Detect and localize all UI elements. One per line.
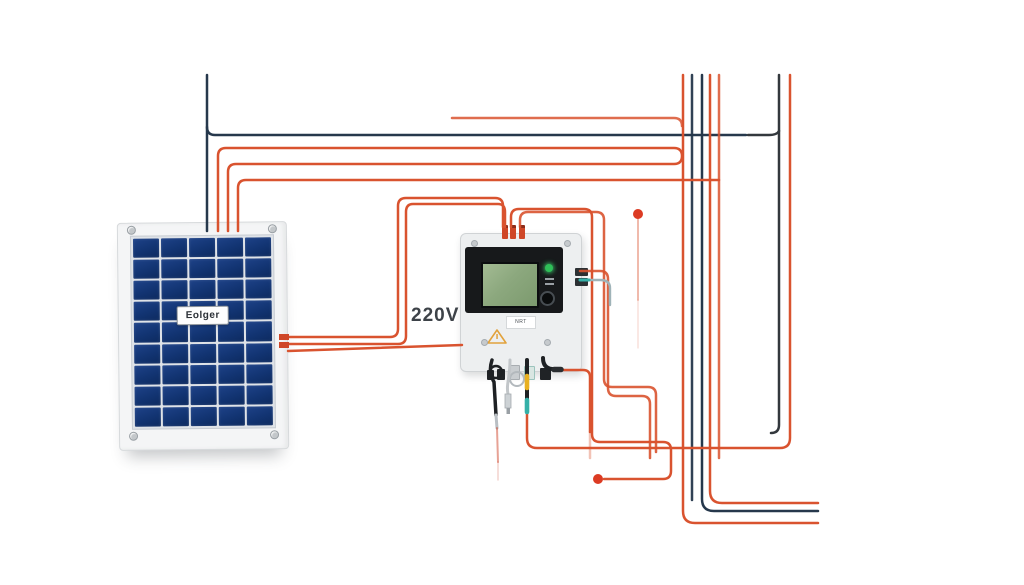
dc-input-connector [519, 225, 525, 239]
solar-cell [190, 343, 217, 363]
solar-cell [133, 259, 160, 279]
solar-cell [134, 343, 161, 364]
solar-cell [162, 364, 189, 385]
solar-cell [217, 279, 244, 300]
solar-cell [245, 300, 272, 320]
solar-cell [218, 343, 245, 363]
solar-cell [160, 238, 188, 258]
solar-cell [133, 280, 160, 301]
status-led [545, 264, 553, 272]
output-port [575, 268, 588, 276]
solar-cell [246, 363, 273, 384]
wire-orange-top-extra [450, 116, 684, 128]
solar-panel-brand-label: Eolger [176, 305, 229, 326]
power-button[interactable] [540, 291, 555, 306]
solar-panel-cell-grid [129, 234, 276, 430]
screw-icon [126, 225, 136, 235]
dc-input-connector [502, 225, 508, 239]
solar-cell [161, 322, 189, 342]
cable-gray-connector [504, 393, 512, 409]
solar-cell [244, 237, 272, 257]
solar-cell [132, 238, 160, 258]
screw-icon [564, 240, 571, 247]
solar-cell [217, 258, 244, 279]
solar-cell [245, 321, 273, 342]
wire-orange-port5 [558, 368, 592, 434]
wire-navy-top-run [205, 125, 748, 137]
solar-cell [189, 280, 216, 300]
solar-cell [189, 322, 217, 342]
cable-probe-tip [494, 413, 499, 430]
wire-orange-port1 [578, 269, 652, 460]
solar-cell [161, 259, 188, 279]
voltage-label: 220V [411, 305, 460, 326]
solar-cell [188, 237, 216, 258]
charge-controller: NRT [460, 225, 588, 380]
solar-cell [218, 364, 245, 384]
wire-orange-u-loop [216, 146, 684, 233]
screw-icon [267, 224, 277, 234]
solar-panel: Eolger [116, 221, 290, 451]
bottom-port [540, 368, 551, 380]
solar-cell [217, 322, 245, 342]
wire-dark-right [769, 73, 781, 435]
wire-orange-panel-c [286, 343, 464, 353]
solar-cell [162, 343, 189, 364]
controller-display-panel [465, 247, 563, 313]
lcd-screen [481, 262, 539, 308]
solar-cell [190, 364, 217, 384]
solar-cell [134, 407, 161, 427]
cable-gray-connector-tip [506, 408, 510, 414]
label-mark [545, 283, 554, 285]
solar-cell [218, 406, 245, 426]
wire-dark-hook [746, 129, 781, 137]
bottom-port [487, 370, 494, 380]
label-mark [545, 278, 554, 280]
screw-icon [128, 431, 139, 441]
solar-cell [162, 385, 189, 406]
wire-navy-right-b [700, 73, 820, 513]
solar-cell [134, 386, 161, 406]
dc-input-connector [510, 225, 516, 239]
cable-probe-red [496, 427, 499, 463]
solar-cell [218, 385, 245, 405]
wire-orange-h180 [236, 178, 721, 233]
bottom-port [509, 365, 520, 380]
output-port [575, 278, 588, 286]
solar-cell [216, 237, 244, 257]
terminal-dot [593, 474, 603, 484]
solar-cell [190, 406, 217, 427]
terminal-dot [633, 209, 643, 219]
solar-cell [133, 301, 160, 322]
controller-model-label: NRT [506, 316, 536, 329]
solar-cell [245, 279, 272, 299]
solar-cell [245, 258, 272, 278]
screw-icon [269, 430, 280, 440]
solar-cell [161, 280, 188, 300]
bottom-port [524, 366, 535, 380]
screw-icon [481, 339, 488, 346]
wire-orange-v683 [681, 73, 820, 525]
wire-orange-v710 [708, 73, 820, 505]
bottom-port [497, 369, 505, 380]
solar-cell [162, 407, 189, 427]
solar-cell [190, 385, 217, 406]
solar-cell [189, 258, 216, 279]
screw-icon [471, 240, 478, 247]
solar-cell [246, 342, 273, 363]
solar-cell [246, 406, 273, 426]
screw-icon [544, 339, 551, 346]
solar-cell [246, 385, 273, 405]
solar-cell [134, 365, 161, 385]
solar-cell [133, 322, 161, 343]
warning-triangle-icon [487, 329, 507, 344]
